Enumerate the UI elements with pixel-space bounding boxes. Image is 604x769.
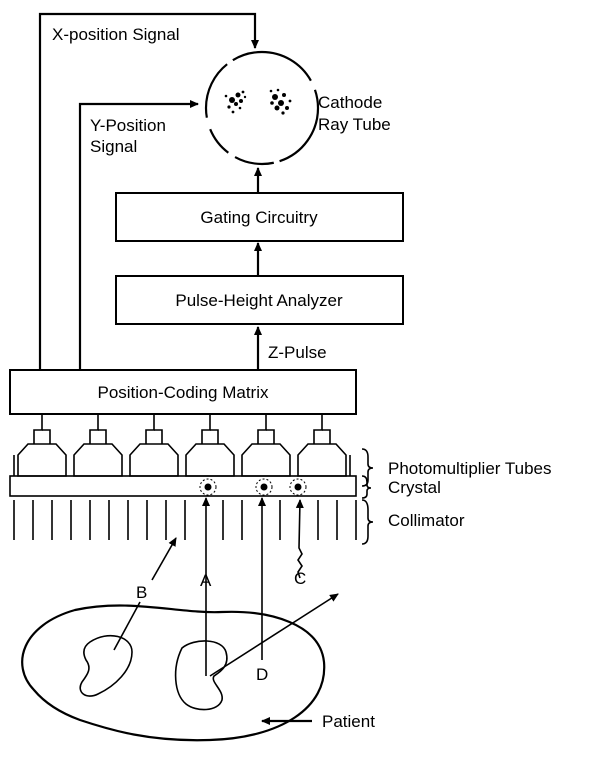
- crt-image-left: [224, 90, 247, 114]
- crt-label-1: Cathode: [318, 93, 382, 112]
- y-position-signal-label-2: Signal: [90, 137, 137, 156]
- patient-body: [21, 604, 326, 742]
- gating-circuitry-label: Gating Circuitry: [200, 208, 318, 227]
- scintillation-flash-d: [255, 478, 273, 496]
- y-position-signal-label-1: Y-Position: [90, 116, 166, 135]
- crystal: [9, 475, 357, 497]
- position-coding-matrix-box: Position-Coding Matrix: [9, 369, 357, 415]
- collimator: [13, 500, 357, 540]
- pulse-height-analyzer-label: Pulse-Height Analyzer: [175, 291, 343, 310]
- organ-left: [79, 634, 133, 697]
- x-position-signal-label: X-position Signal: [52, 25, 180, 44]
- z-pulse-label: Z-Pulse: [268, 343, 327, 362]
- ray-b-label: B: [136, 583, 147, 602]
- position-coding-matrix-label: Position-Coding Matrix: [97, 383, 269, 402]
- ray-d-label: D: [256, 665, 268, 684]
- pulse-height-analyzer-box: Pulse-Height Analyzer: [115, 275, 404, 325]
- patient-label: Patient: [322, 712, 375, 731]
- brace-crystal: [361, 475, 372, 499]
- crt-label-2: Ray Tube: [318, 115, 391, 134]
- brace-collimator: [361, 499, 374, 545]
- scintillation-flash-a: [199, 478, 217, 496]
- gating-circuitry-box: Gating Circuitry: [115, 192, 404, 242]
- photomultiplier-tubes: [13, 443, 351, 477]
- crt-image-right: [269, 88, 292, 115]
- collimator-label: Collimator: [388, 511, 465, 530]
- x-position-signal-line: [38, 12, 259, 370]
- scintillation-flash-c: [289, 478, 307, 496]
- ray-c-label: C: [294, 569, 306, 588]
- crystal-label: Crystal: [388, 478, 441, 497]
- cathode-ray-tube: [204, 50, 320, 166]
- pmt-connectors: [33, 414, 331, 444]
- ray-c-path: [209, 499, 339, 677]
- ray-b-path: [113, 537, 177, 651]
- ray-a-label: A: [200, 571, 212, 590]
- pmt-label: Photomultiplier Tubes: [388, 459, 551, 478]
- y-position-signal-line: [78, 100, 199, 370]
- organ-right: [174, 640, 228, 711]
